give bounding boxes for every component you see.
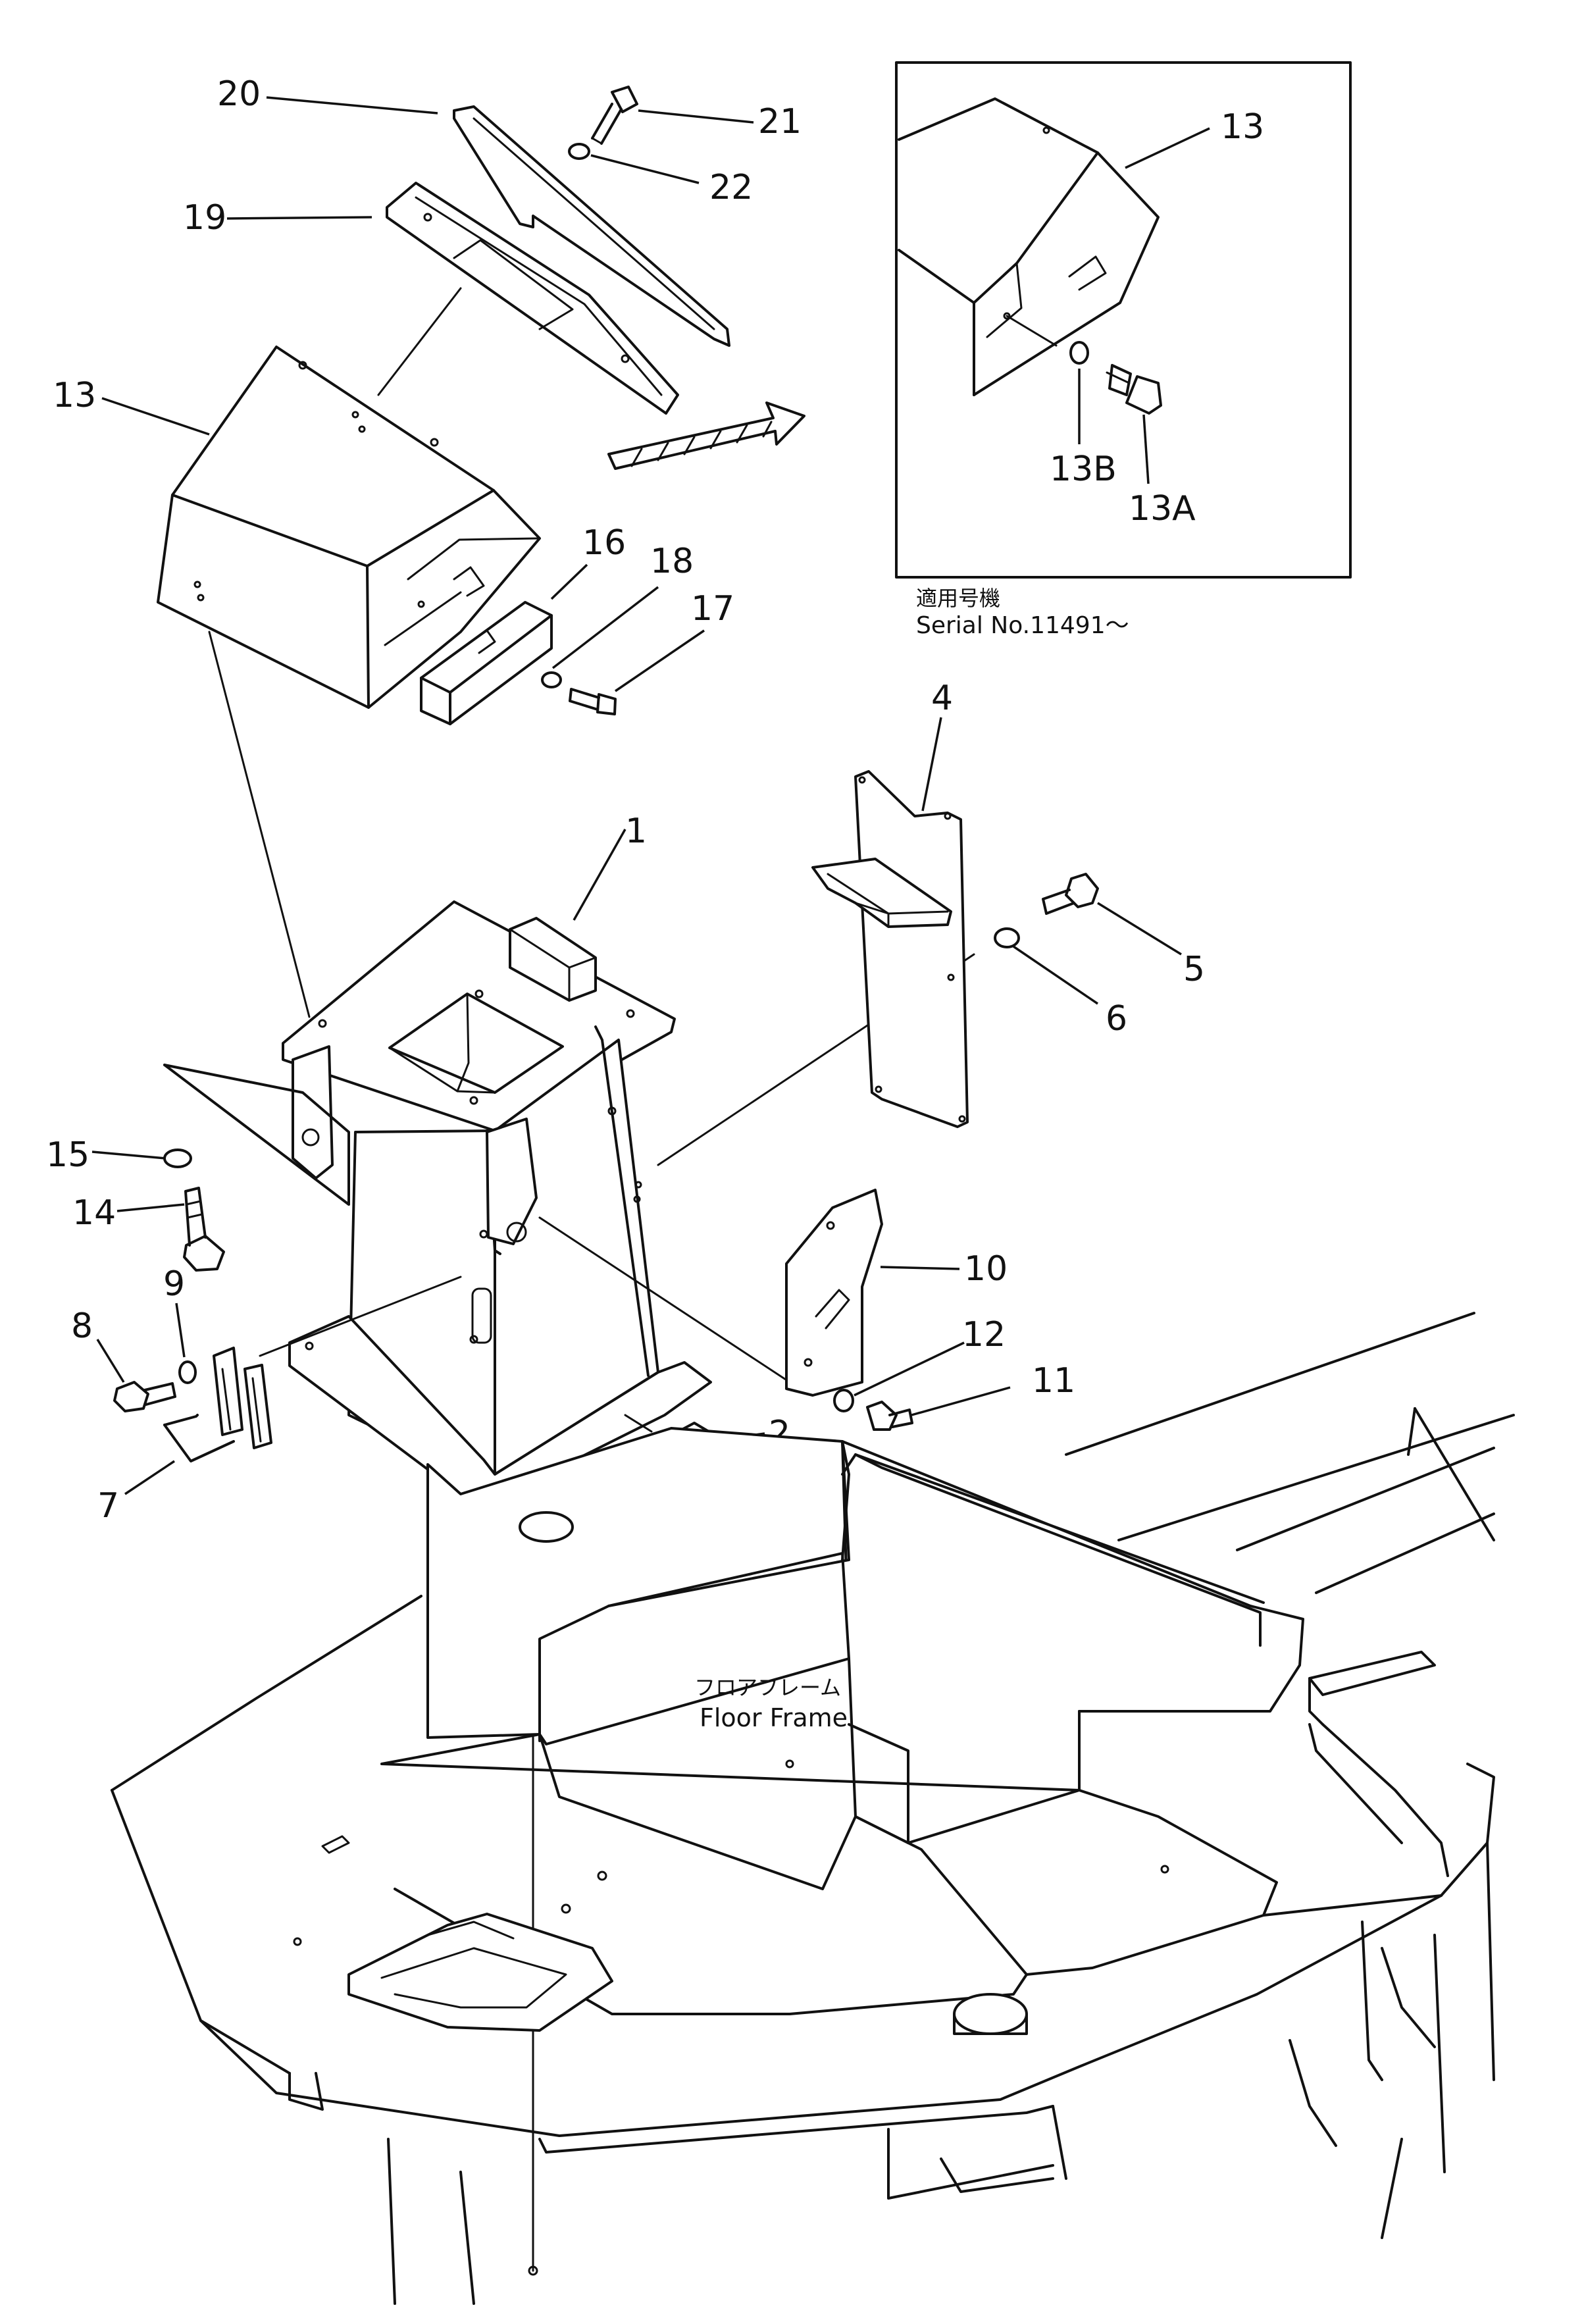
bolt-5 bbox=[1042, 873, 1099, 915]
inset-detail: 13 13B 13A bbox=[895, 61, 1352, 579]
label-18: 18 bbox=[650, 542, 694, 581]
floor-frame-label-en: Floor Frame bbox=[700, 1703, 848, 1732]
label-21: 21 bbox=[758, 102, 802, 142]
block-16 bbox=[420, 601, 553, 725]
label-4: 4 bbox=[931, 679, 953, 718]
label-20: 20 bbox=[217, 74, 261, 114]
label-13b: 13B bbox=[1050, 450, 1117, 489]
label-5: 5 bbox=[1183, 950, 1205, 989]
label-8: 8 bbox=[71, 1306, 93, 1346]
console-stand-1 bbox=[282, 900, 712, 1499]
label-10: 10 bbox=[964, 1249, 1008, 1289]
cover-plate-20 bbox=[453, 105, 730, 347]
washer-9 bbox=[178, 1360, 197, 1384]
floor-frame bbox=[111, 1312, 1515, 2305]
washer-18 bbox=[541, 671, 562, 688]
bolt-13a bbox=[1106, 364, 1162, 415]
pads-7 bbox=[163, 1347, 272, 1462]
label-7: 7 bbox=[97, 1486, 119, 1526]
label-22: 22 bbox=[709, 168, 753, 207]
label-9: 9 bbox=[163, 1264, 185, 1304]
inset-caption-applicable: 適用号機 bbox=[916, 586, 1000, 611]
direction-arrow bbox=[607, 401, 805, 470]
label-14: 14 bbox=[72, 1193, 116, 1233]
washer-12 bbox=[833, 1389, 854, 1412]
washer-22 bbox=[568, 143, 590, 160]
label-17: 17 bbox=[691, 589, 734, 629]
bracket-left bbox=[163, 1064, 350, 1206]
label-13-inset: 13 bbox=[1221, 107, 1264, 147]
label-6: 6 bbox=[1106, 999, 1127, 1039]
floor-frame-label-jp: フロアフレーム bbox=[694, 1675, 841, 1700]
inset-caption-serial: Serial No.11491～ bbox=[916, 612, 1129, 639]
label-19: 19 bbox=[183, 198, 226, 238]
plate-19 bbox=[386, 182, 679, 415]
label-13a: 13A bbox=[1129, 489, 1196, 529]
panel-4 bbox=[811, 770, 969, 1128]
plate-10 bbox=[785, 1189, 883, 1397]
bolt-17 bbox=[569, 688, 617, 715]
bolt-11 bbox=[866, 1401, 913, 1431]
washer-6 bbox=[994, 927, 1020, 948]
inset-frame bbox=[895, 61, 1352, 579]
bolt-8 bbox=[113, 1381, 176, 1412]
bolt-21 bbox=[591, 86, 638, 145]
label-1: 1 bbox=[625, 812, 647, 851]
label-13-main: 13 bbox=[53, 376, 96, 415]
cover-13 bbox=[157, 346, 541, 709]
washer-15 bbox=[163, 1149, 192, 1168]
label-16: 16 bbox=[582, 523, 626, 563]
label-15: 15 bbox=[46, 1135, 89, 1175]
washer-13b bbox=[1069, 341, 1089, 365]
label-11: 11 bbox=[1032, 1361, 1075, 1401]
bolt-14 bbox=[183, 1187, 225, 1272]
label-12: 12 bbox=[962, 1315, 1006, 1355]
